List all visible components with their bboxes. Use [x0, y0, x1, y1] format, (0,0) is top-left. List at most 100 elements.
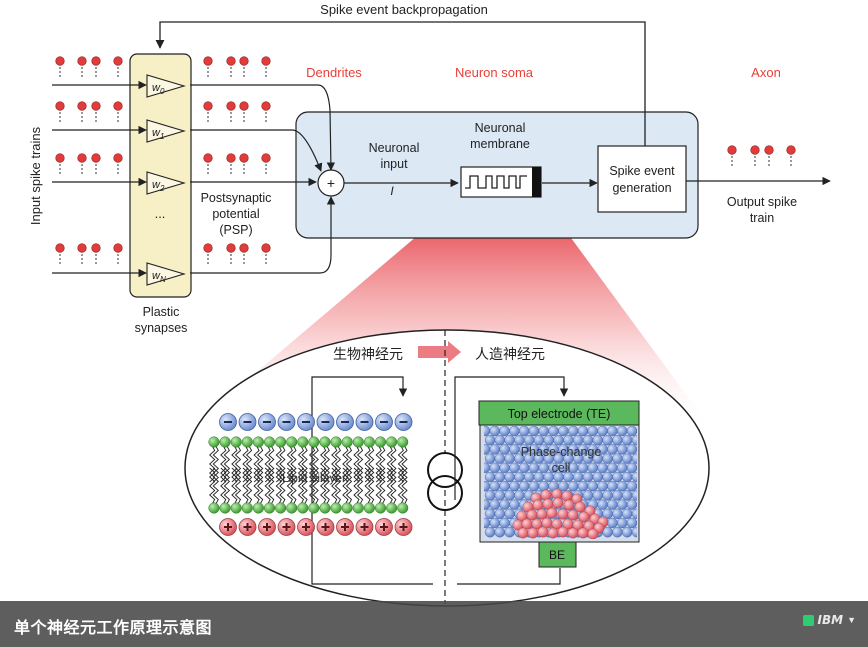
positive-ion [375, 518, 393, 536]
backprop-line [155, 21, 646, 146]
synapse-triangle [146, 119, 186, 143]
positive-ion [316, 518, 335, 536]
phase-change-cell-label: Phase-change cell [521, 445, 602, 475]
weight-label: wN [152, 270, 166, 284]
spike [261, 56, 271, 79]
positive-ion [219, 518, 237, 536]
negative-ion [375, 413, 393, 431]
spike-generation-box: Spike event generation [597, 145, 687, 213]
spike [261, 243, 271, 266]
spike [55, 56, 65, 79]
top-electrode: Top electrode (TE) [478, 400, 640, 426]
synapse-row-0: w0 [52, 74, 336, 171]
spike [727, 145, 737, 168]
spike [239, 243, 249, 266]
bottom-electrode: BE [538, 541, 577, 568]
artificial-wire [457, 568, 561, 585]
svg-text:Neuronal: Neuronal [369, 141, 420, 155]
spike [226, 153, 236, 176]
svg-text:Top electrode (TE): Top electrode (TE) [508, 407, 611, 421]
synapse-row-1: w1 [52, 119, 323, 172]
synapse-triangle [146, 262, 186, 286]
positive-ion [238, 518, 257, 536]
neuronal-membrane-label: Neuronal membrane [470, 121, 530, 151]
camera-icon [802, 614, 814, 626]
lipid-bilayer-label: Lipid bilayer [282, 471, 346, 485]
svg-text:Spike event: Spike event [609, 164, 675, 178]
positive-ion [258, 518, 276, 536]
spike [91, 153, 101, 176]
synapse-triangle [146, 171, 186, 195]
negative-ion [219, 413, 237, 431]
spike [203, 56, 213, 79]
transition-arrow [418, 341, 461, 363]
spike [261, 101, 271, 124]
svg-text:synapses: synapses [135, 321, 188, 335]
spike [91, 243, 101, 266]
spike [113, 101, 123, 124]
svg-text:input: input [380, 157, 408, 171]
axon-label: Axon [751, 65, 781, 80]
spike [764, 145, 774, 168]
artificial-neuron-label: 人造神经元 [475, 346, 545, 362]
svg-text:Phase-change: Phase-change [521, 445, 602, 459]
svg-text:BE: BE [549, 548, 565, 562]
spike [239, 153, 249, 176]
spike [203, 243, 213, 266]
spike [113, 56, 123, 79]
negative-ion [336, 413, 354, 431]
svg-text:(PSP): (PSP) [219, 223, 252, 237]
brand-text: IBM [817, 613, 844, 627]
current-source-icon [427, 452, 463, 511]
artificial-wire-top [454, 376, 569, 500]
positive-ion [336, 518, 354, 536]
caption-text: 单个神经元工作原理示意图 [14, 618, 213, 637]
spike [91, 56, 101, 79]
svg-text:membrane: membrane [470, 137, 530, 151]
weight-label: w1 [152, 127, 164, 141]
output-spike-train-label: Output spike train [727, 195, 797, 225]
spike [226, 101, 236, 124]
spike [226, 56, 236, 79]
spike-trains [55, 56, 796, 266]
lipid-bilayer [208, 413, 413, 536]
spike [55, 153, 65, 176]
svg-text:Neuronal: Neuronal [475, 121, 526, 135]
neuronal-input-label: Neuronal input I [369, 141, 420, 198]
svg-text:potential: potential [212, 207, 259, 221]
positive-ion [297, 518, 315, 536]
spike [786, 145, 796, 168]
spike [203, 153, 213, 176]
svg-text:I: I [390, 184, 394, 198]
negative-ion [355, 413, 374, 431]
bio-wire [311, 376, 433, 585]
dendrites-label: Dendrites [306, 65, 362, 80]
membrane-device [460, 166, 542, 198]
psp-label: Postsynaptic potential (PSP) [201, 191, 272, 237]
spike [77, 243, 87, 266]
spike [55, 101, 65, 124]
negative-ion [316, 413, 335, 431]
spike [113, 153, 123, 176]
summation-node: + [317, 169, 345, 197]
negative-ion [297, 413, 315, 431]
caret-down-icon: ▼ [847, 615, 856, 625]
negative-ion [258, 413, 276, 431]
bio-neuron-label: 生物神经元 [333, 346, 403, 362]
synapse-row-n: wN [52, 196, 336, 286]
spike [77, 101, 87, 124]
spike [113, 243, 123, 266]
phase-change-atoms [484, 426, 637, 539]
synapse-ellipsis: ... [155, 206, 166, 221]
spike [239, 101, 249, 124]
spike [261, 153, 271, 176]
brand-mark: IBM ▼ [802, 613, 856, 627]
weight-label: w0 [152, 82, 165, 96]
svg-text:Output spike: Output spike [727, 195, 797, 209]
spike [750, 145, 760, 168]
svg-text:cell: cell [552, 461, 571, 475]
spike [203, 101, 213, 124]
svg-text:Postsynaptic: Postsynaptic [201, 191, 272, 205]
svg-text:train: train [750, 211, 774, 225]
